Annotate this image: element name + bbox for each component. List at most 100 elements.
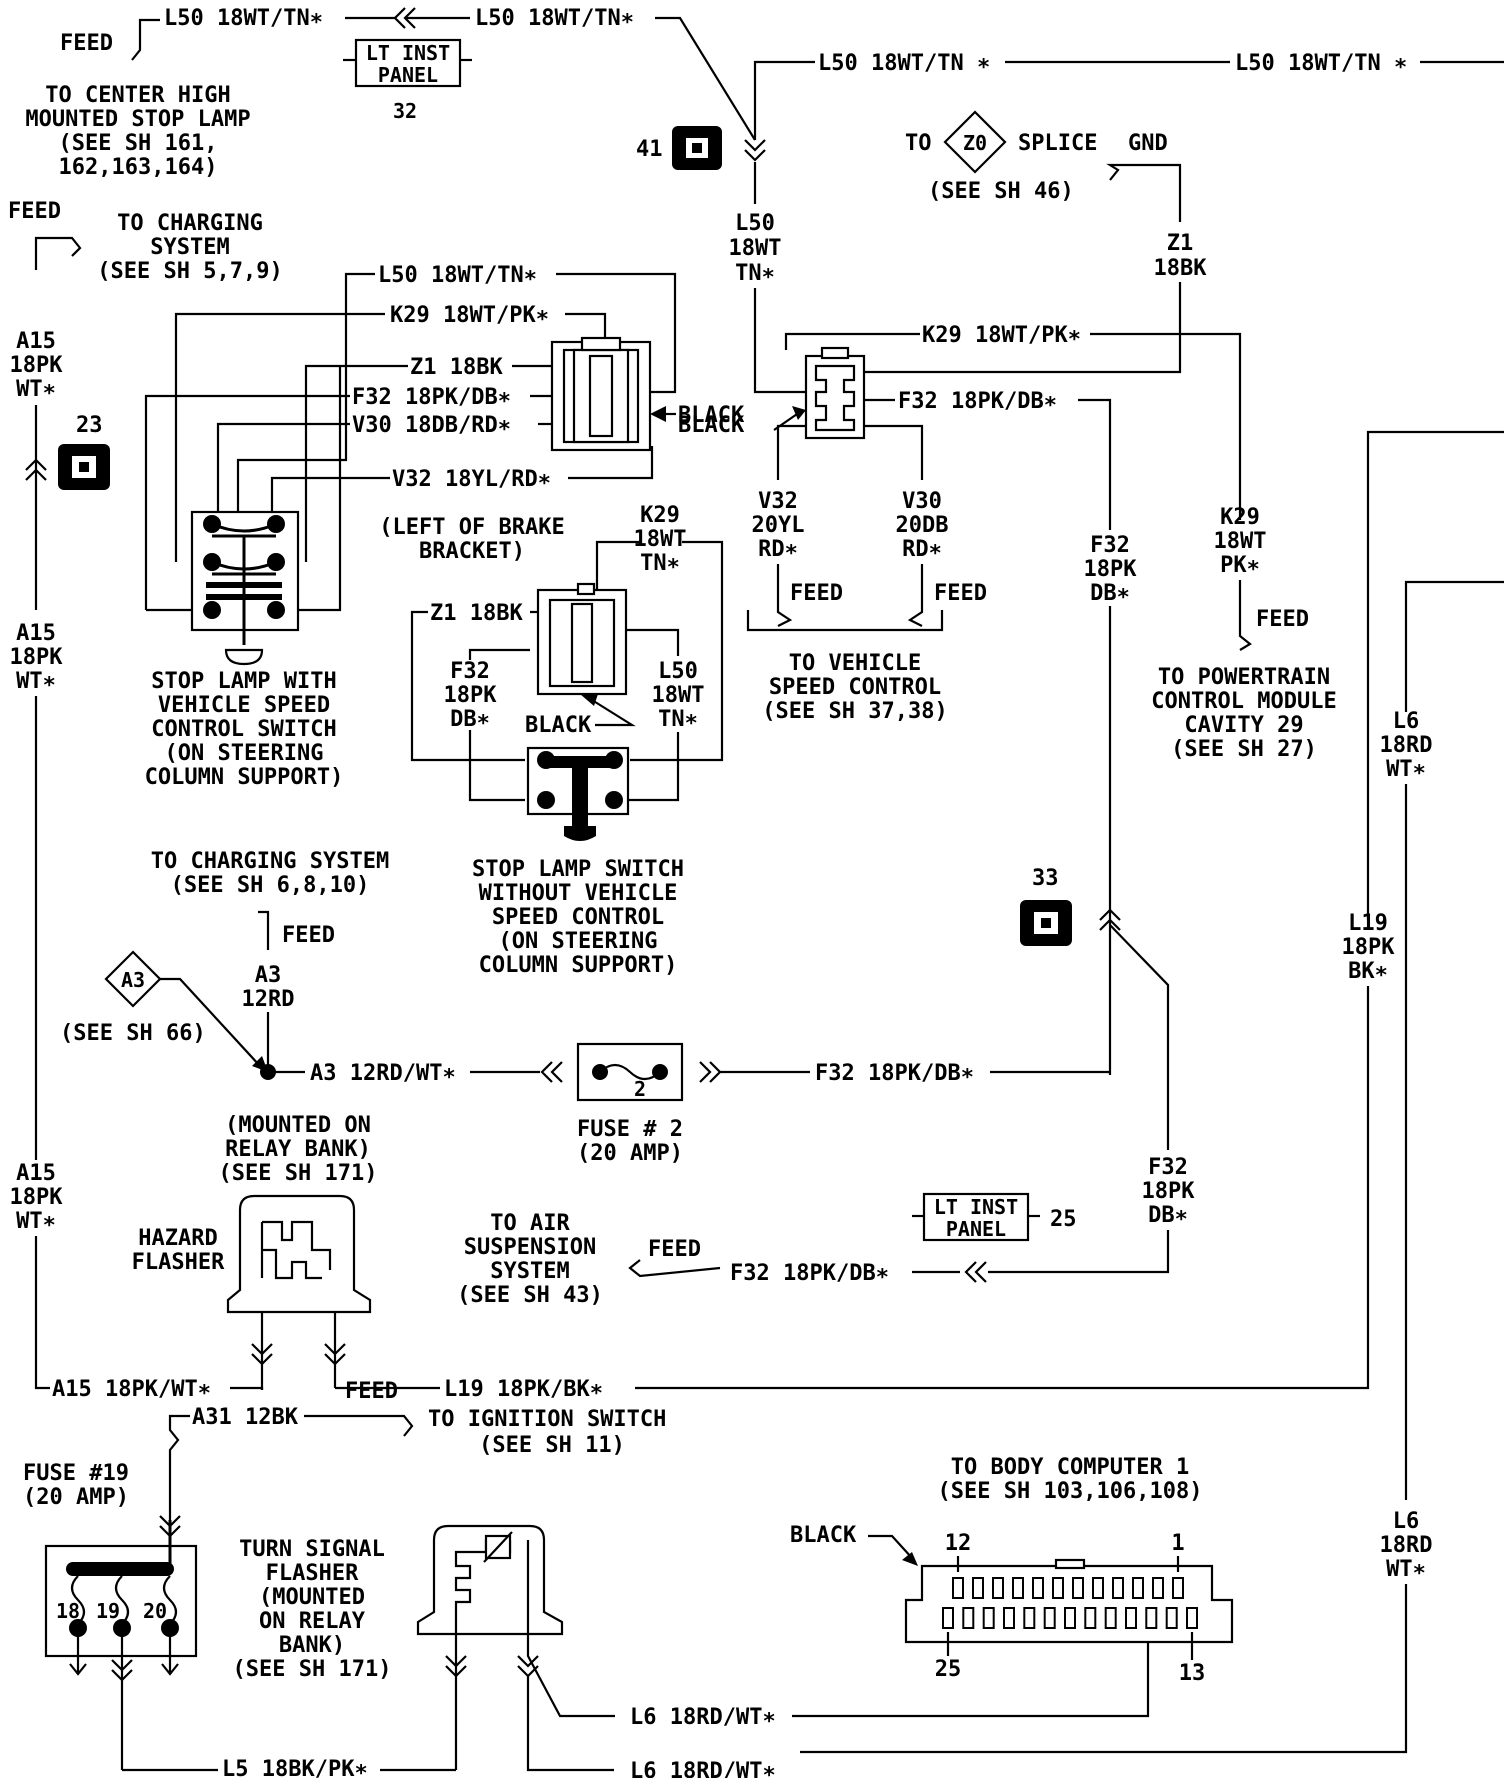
f32-wire: [1078, 398, 1112, 530]
hazard-flasher-symbol: [260, 1220, 332, 1280]
k29-right-label: K29: [1220, 505, 1260, 530]
switch-plunger-cap: [564, 826, 596, 841]
pin-cavity: [1023, 1607, 1036, 1629]
connector-arrow: [445, 1655, 467, 1678]
feed-label: FEED: [648, 1237, 701, 1262]
z1-ground-wire: [1106, 163, 1182, 222]
switch-terminal: [267, 601, 285, 619]
l50-mid-label: L50: [735, 211, 775, 236]
fuse-element-icon: [70, 1575, 178, 1625]
a15-label: WT∗: [16, 1209, 56, 1234]
vsc-wire-label: F32 18PK/DB∗: [352, 385, 511, 410]
splice-id: Z0: [963, 131, 987, 155]
f32-label: DB∗: [450, 707, 490, 732]
no-vsc-caption: STOP LAMP SWITCH: [472, 857, 684, 882]
vsc-caption: CONTROL SWITCH: [151, 717, 336, 742]
body-computer-pin-row-top: [952, 1577, 1184, 1599]
lt-inst-panel-label: LT INST: [366, 41, 450, 65]
k29-wire: [1090, 332, 1242, 520]
l50-mid-label: TN∗: [735, 261, 775, 286]
pin-cavity: [1084, 1607, 1097, 1629]
k29-wire-label: K29 18WT/PK∗: [922, 323, 1081, 348]
z1-ground-wire: [865, 282, 1182, 374]
fuse-pin-label: 19: [96, 1599, 120, 1623]
hazard-mount-text: (SEE SH 171): [219, 1161, 378, 1186]
connector-23-label: 23: [76, 413, 103, 438]
vsc-wire-label: V30 18DB/RD∗: [352, 413, 511, 438]
pin-cavity: [982, 1607, 995, 1629]
turn-signal-relay-icon: [483, 1531, 513, 1563]
l6-label: L6: [1393, 709, 1420, 734]
l6-label: WT∗: [1386, 1557, 1426, 1582]
body-computer-pin-row-bottom: [942, 1607, 1198, 1629]
l50-wire-label: L50 18WT/TN∗: [164, 6, 323, 31]
f32-low-label: F32: [1148, 1155, 1188, 1180]
l50-wire-label: L50 18WT/TN ∗: [1235, 51, 1407, 76]
bracket: [746, 610, 944, 632]
a15-wire: [34, 1236, 50, 1390]
lt-inst-panel-number: 32: [393, 99, 417, 123]
air-susp-text: (SEE SH 43): [457, 1283, 603, 1308]
a15-label: WT∗: [16, 377, 56, 402]
lt-inst-panel-number: 25: [1050, 1207, 1077, 1232]
right-section: F32 18PK DB∗ 33 F32 18PK DB∗ K29 18WT PK…: [635, 430, 1504, 1754]
a15-label: A15: [16, 1161, 56, 1186]
v30-label: RD∗: [902, 537, 942, 562]
pin-cavity: [962, 1607, 975, 1629]
lt-inst-panel-label: PANEL: [378, 63, 438, 87]
z1-label: Z1 18BK: [430, 601, 523, 626]
vsc-caption: COLUMN SUPPORT): [145, 765, 344, 790]
pin-cavity: [1165, 1607, 1178, 1629]
v30-wire: [864, 424, 924, 480]
splice-to-label: TO: [905, 131, 932, 156]
a15-wire-label: A15 18PK/WT∗: [52, 1377, 211, 1402]
vsc-wire-label: Z1 18BK: [410, 355, 503, 380]
a3-see-label: (SEE SH 66): [60, 1021, 206, 1046]
pin-cavity: [952, 1577, 964, 1599]
vsc-connector-pin: [588, 354, 614, 438]
feed-break-mark: [1238, 580, 1252, 651]
feed-label: FEED: [1256, 607, 1309, 632]
turn-signal-text: (MOUNTED: [259, 1585, 365, 1610]
ignition-text: (SEE SH 11): [479, 1433, 625, 1458]
v32-wire: [776, 424, 806, 480]
z1-rail: [304, 364, 408, 562]
speed-control-caption: TO VEHICLE: [789, 651, 921, 676]
pin-cavity: [1152, 1577, 1164, 1599]
z1-right-label: 18BK: [1154, 256, 1208, 281]
l6-wire-label: L6 18RD/WT∗: [630, 1759, 776, 1778]
bottom-section: A31 12BK FEED TO IGNITION SWITCH (SEE SH…: [23, 1379, 1234, 1778]
black-arrow-icon: [580, 694, 598, 706]
a3-vert-label: A3: [255, 963, 282, 988]
hazard-flasher-body: [226, 1194, 372, 1314]
pin-cavity: [1012, 1577, 1024, 1599]
k29-label: K29: [640, 503, 680, 528]
l50-wire: [753, 60, 815, 140]
hazard-mount-text: (MOUNTED ON: [225, 1113, 371, 1138]
z1-right-label: Z1: [1167, 231, 1194, 256]
connector-23-icon: [79, 462, 89, 472]
pin-cavity: [1072, 1577, 1084, 1599]
f32-right-label: F32: [1090, 533, 1130, 558]
k29-right-label: 18WT: [1214, 529, 1267, 554]
connector-arrow: [25, 458, 47, 481]
no-vsc-caption: (ON STEERING: [499, 929, 658, 954]
l50-label: 18WT: [652, 683, 705, 708]
l19-label: 18PK: [1342, 935, 1396, 960]
feed-break-mark: [304, 1414, 414, 1437]
l19-label: L19: [1348, 911, 1388, 936]
l19-label: BK∗: [1348, 959, 1388, 984]
a31-wire-label: A31 12BK: [192, 1405, 299, 1430]
vsc-wire-label: L50 18WT/TN∗: [378, 263, 537, 288]
f32-right-label: 18PK: [1084, 557, 1138, 582]
k29-wire: [784, 332, 920, 350]
vsc-caption: (ON STEERING: [165, 741, 324, 766]
chmsl-text: 162,163,164): [59, 155, 218, 180]
turn-signal-text: FLASHER: [266, 1561, 359, 1586]
connector-arrow: [964, 1261, 987, 1283]
l50-wire-label: L50 18WT/TN∗: [475, 6, 634, 31]
vsc-wire-label: V32 18YL/RD∗: [392, 467, 551, 492]
a15-label: A15: [16, 329, 56, 354]
connector-arrow: [111, 1659, 133, 1682]
pin-cavity: [1003, 1607, 1015, 1629]
